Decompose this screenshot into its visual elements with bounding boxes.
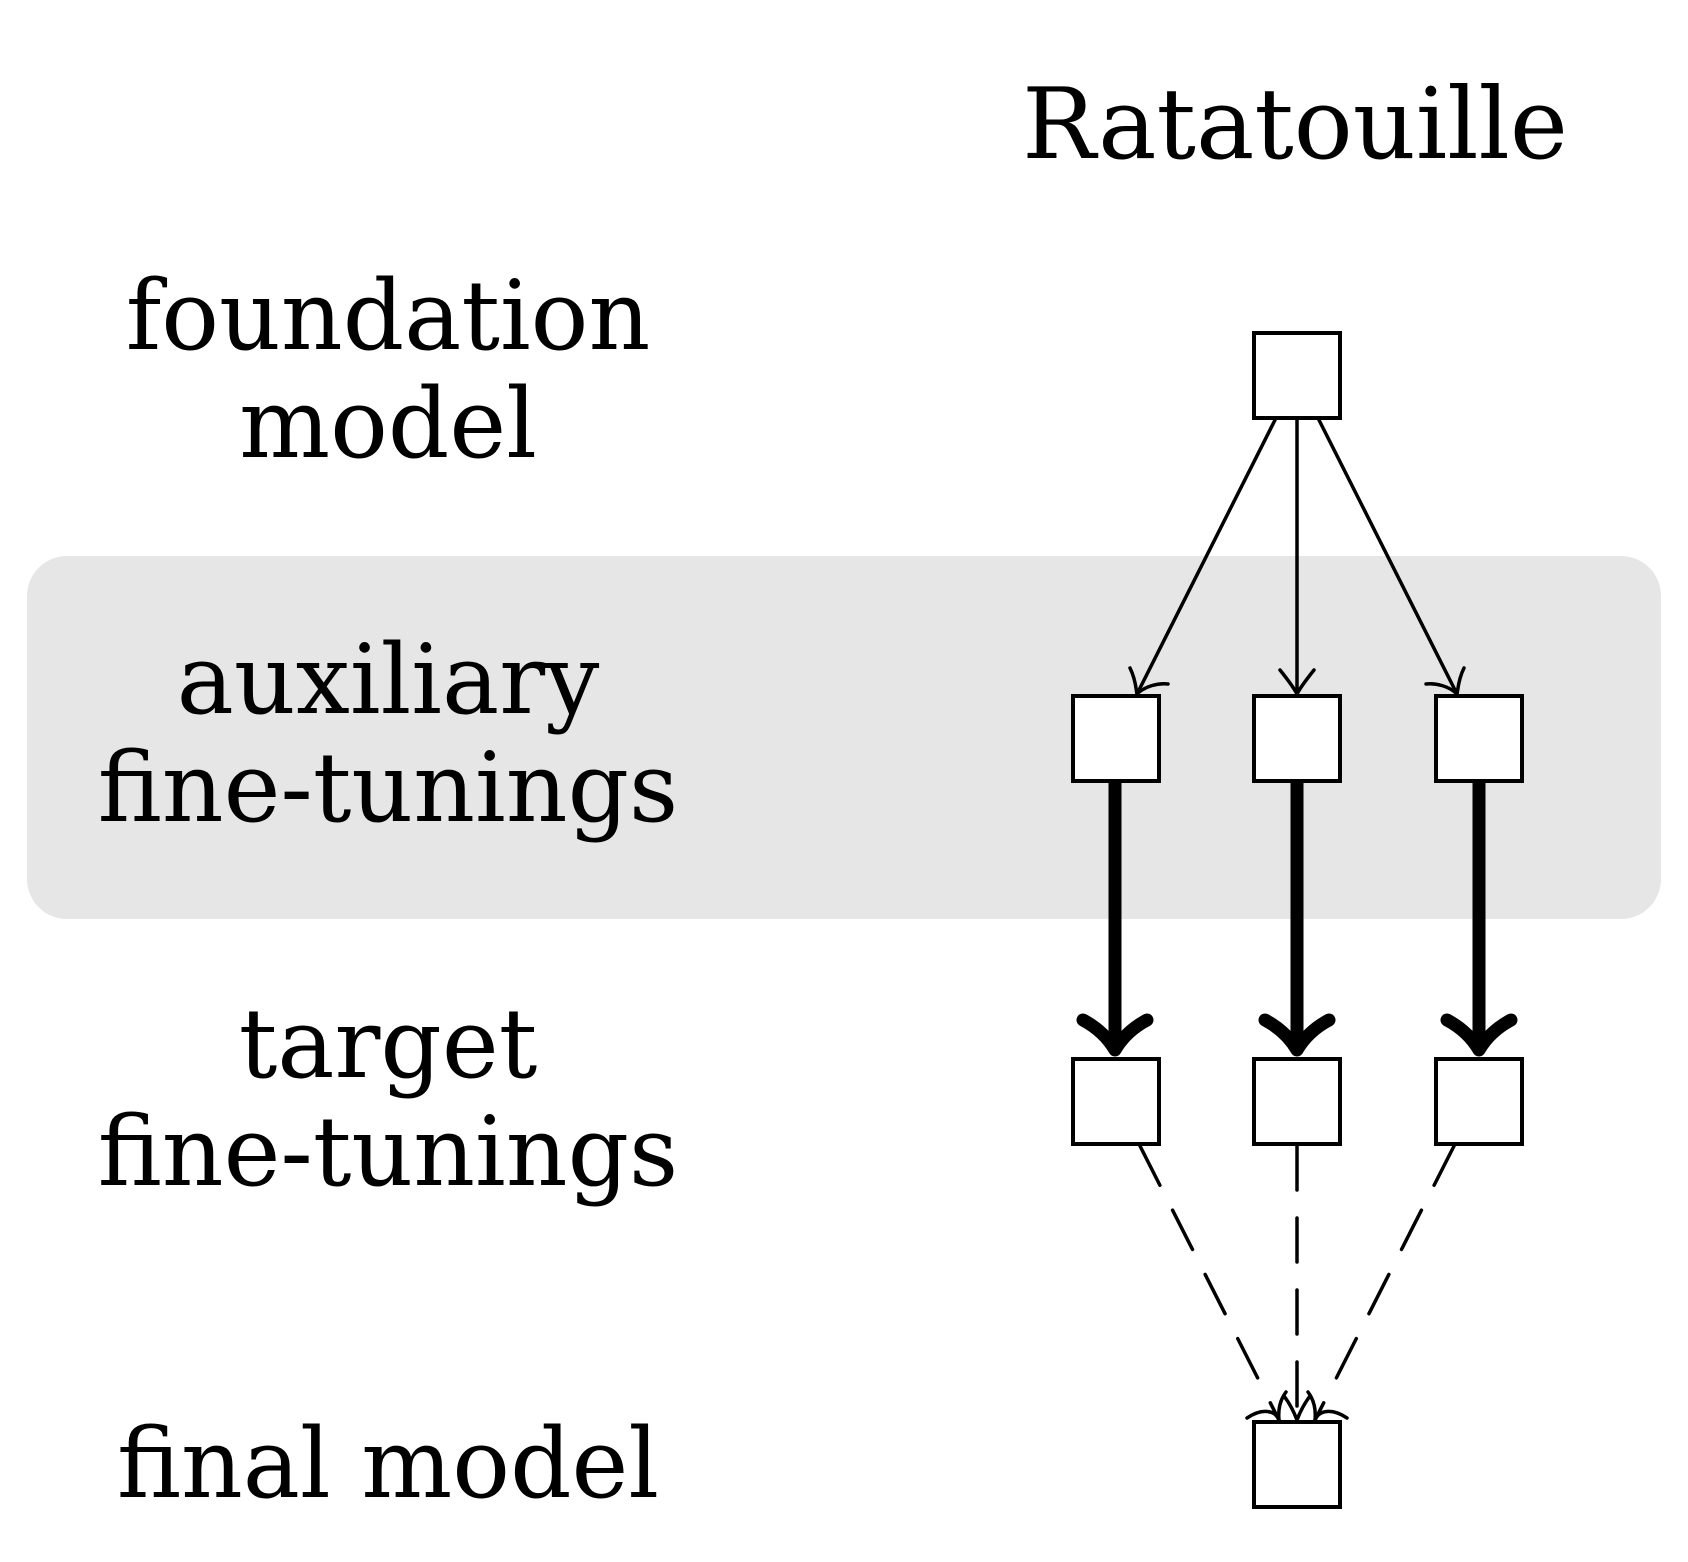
row-label-line: foundation bbox=[125, 260, 651, 372]
row-label-line: fine-tunings bbox=[97, 732, 679, 844]
row-label-auxiliary-fine-tunings: auxiliary fine-tunings bbox=[0, 626, 788, 842]
target-node-2 bbox=[1252, 1057, 1342, 1146]
auxiliary-to-target-edges bbox=[1076, 773, 1518, 1057]
final-model-node bbox=[1252, 1420, 1342, 1509]
row-label-line: fine-tunings bbox=[97, 1096, 679, 1208]
auxiliary-highlight-band bbox=[27, 556, 1661, 919]
row-label-foundation-model: foundation model bbox=[0, 262, 788, 478]
row-label-target-fine-tunings: target fine-tunings bbox=[0, 990, 788, 1206]
row-label-line: model bbox=[239, 368, 537, 480]
auxiliary-node-1 bbox=[1071, 694, 1161, 783]
edge-target-final-1 bbox=[1138, 1144, 1281, 1422]
target-node-1 bbox=[1071, 1057, 1161, 1146]
arrowhead-target-1 bbox=[1076, 1013, 1154, 1057]
row-label-final-model: final model bbox=[0, 1410, 788, 1518]
arrowhead-target-3 bbox=[1440, 1013, 1518, 1057]
target-node-3 bbox=[1434, 1057, 1524, 1146]
row-label-line: final model bbox=[116, 1408, 660, 1520]
edge-target-final-3 bbox=[1313, 1144, 1456, 1422]
arrowhead-target-2 bbox=[1258, 1013, 1336, 1057]
auxiliary-node-2 bbox=[1252, 694, 1342, 783]
target-to-final-edges bbox=[1138, 1144, 1456, 1425]
arrowhead-final-1 bbox=[1245, 1390, 1288, 1421]
foundation-model-node bbox=[1252, 331, 1342, 420]
arrowhead-final-3 bbox=[1306, 1390, 1349, 1421]
edge-foundation-aux-1 bbox=[1135, 418, 1277, 696]
auxiliary-node-3 bbox=[1434, 694, 1524, 783]
nodes bbox=[1071, 331, 1524, 1509]
edge-foundation-aux-3 bbox=[1317, 418, 1459, 696]
diagram-title: Ratatouille bbox=[1022, 68, 1568, 182]
row-label-line: target bbox=[238, 988, 538, 1100]
row-label-line: auxiliary bbox=[176, 624, 600, 736]
